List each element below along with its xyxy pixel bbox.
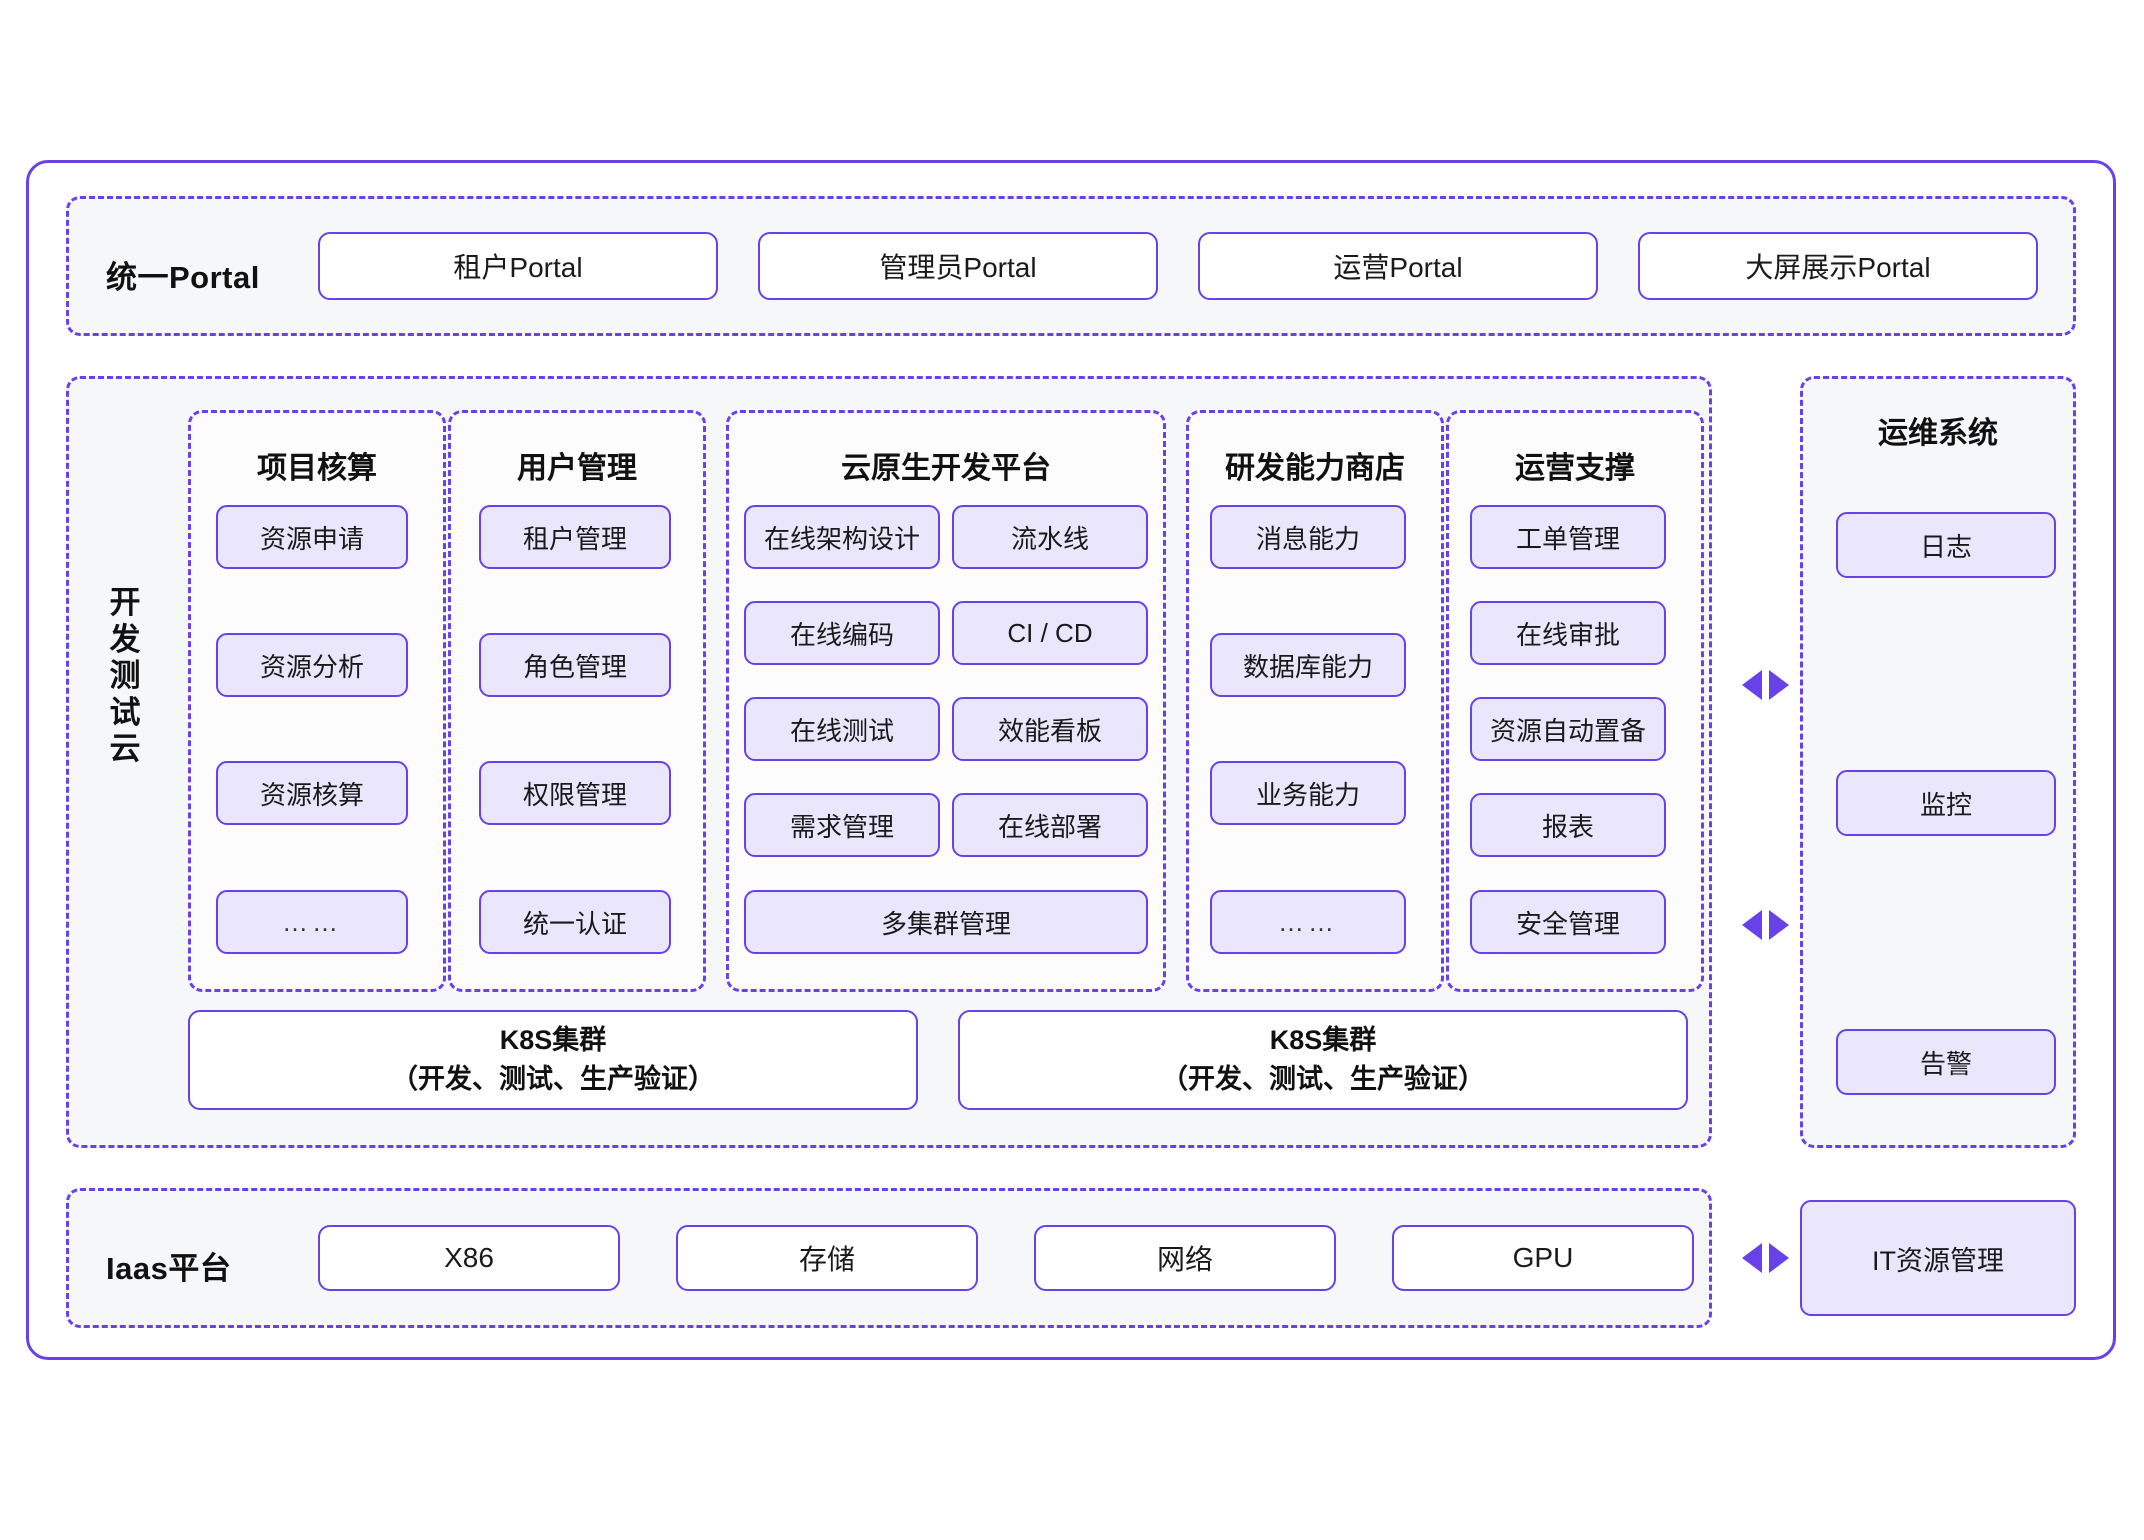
- arrow-right-icon: [1769, 1243, 1789, 1273]
- item-ci-cd[interactable]: CI / CD: [952, 601, 1148, 665]
- ops-system-section: [1800, 376, 2076, 1148]
- k8s-cluster-title: K8S集群: [1269, 1024, 1377, 1055]
- iaas-item-network[interactable]: 网络: [1034, 1225, 1336, 1291]
- item-efficiency-dashboard[interactable]: 效能看板: [952, 697, 1148, 761]
- bidirectional-arrow-icon-top: [1742, 670, 1789, 700]
- item-resource-apply[interactable]: 资源申请: [216, 505, 408, 569]
- item-security-management[interactable]: 安全管理: [1470, 890, 1666, 954]
- item-online-architecture-design[interactable]: 在线架构设计: [744, 505, 940, 569]
- bidirectional-arrow-icon-bottom: [1742, 910, 1789, 940]
- iaas-item-gpu[interactable]: GPU: [1392, 1225, 1694, 1291]
- k8s-cluster-box-1[interactable]: K8S集群 （开发、测试、生产验证）: [188, 1010, 918, 1110]
- k8s-cluster-box-2[interactable]: K8S集群 （开发、测试、生产验证）: [958, 1010, 1688, 1110]
- bidirectional-arrow-icon-iaas: [1742, 1243, 1789, 1273]
- dev-test-cloud-label: 开发测试云: [109, 585, 141, 767]
- arrow-left-icon: [1742, 1243, 1762, 1273]
- group-title: 研发能力商店: [1225, 452, 1405, 485]
- item-tenant-management[interactable]: 租户管理: [479, 505, 671, 569]
- item-permission-management[interactable]: 权限管理: [479, 761, 671, 825]
- item-more-ellipsis[interactable]: ……: [1210, 890, 1406, 954]
- group-title: 用户管理: [517, 452, 637, 485]
- item-online-testing[interactable]: 在线测试: [744, 697, 940, 761]
- group-title: 项目核算: [257, 452, 377, 485]
- portal-item-admin[interactable]: 管理员Portal: [758, 232, 1158, 300]
- portal-section-label: 统一Portal: [106, 260, 260, 295]
- item-message-capability[interactable]: 消息能力: [1210, 505, 1406, 569]
- arrow-left-icon: [1742, 670, 1762, 700]
- item-online-coding[interactable]: 在线编码: [744, 601, 940, 665]
- item-database-capability[interactable]: 数据库能力: [1210, 633, 1406, 697]
- arrow-right-icon: [1769, 670, 1789, 700]
- item-role-management[interactable]: 角色管理: [479, 633, 671, 697]
- portal-item-operation[interactable]: 运营Portal: [1198, 232, 1598, 300]
- k8s-cluster-subtitle: （开发、测试、生产验证）: [1161, 1064, 1485, 1094]
- item-resource-accounting[interactable]: 资源核算: [216, 761, 408, 825]
- ops-item-alarm[interactable]: 告警: [1836, 1029, 2056, 1095]
- item-resource-analysis[interactable]: 资源分析: [216, 633, 408, 697]
- it-resource-management-box[interactable]: IT资源管理: [1800, 1200, 2076, 1316]
- item-business-capability[interactable]: 业务能力: [1210, 761, 1406, 825]
- k8s-cluster-subtitle: （开发、测试、生产验证）: [391, 1064, 715, 1094]
- item-online-deployment[interactable]: 在线部署: [952, 793, 1148, 857]
- iaas-item-storage[interactable]: 存储: [676, 1225, 978, 1291]
- group-title: 云原生开发平台: [841, 452, 1051, 485]
- item-requirement-management[interactable]: 需求管理: [744, 793, 940, 857]
- ops-system-title: 运维系统: [1878, 417, 1998, 450]
- iaas-section-label: Iaas平台: [106, 1251, 232, 1286]
- arrow-right-icon: [1769, 910, 1789, 940]
- ops-item-monitoring[interactable]: 监控: [1836, 770, 2056, 836]
- k8s-cluster-title: K8S集群: [499, 1024, 607, 1055]
- portal-item-tenant[interactable]: 租户Portal: [318, 232, 718, 300]
- iaas-item-x86[interactable]: X86: [318, 1225, 620, 1291]
- ops-item-log[interactable]: 日志: [1836, 512, 2056, 578]
- item-auto-provisioning[interactable]: 资源自动置备: [1470, 697, 1666, 761]
- item-pipeline[interactable]: 流水线: [952, 505, 1148, 569]
- portal-item-bigscreen[interactable]: 大屏展示Portal: [1638, 232, 2038, 300]
- item-more-ellipsis[interactable]: ……: [216, 890, 408, 954]
- item-online-approval[interactable]: 在线审批: [1470, 601, 1666, 665]
- group-title: 运营支撑: [1515, 452, 1635, 485]
- item-multi-cluster-management[interactable]: 多集群管理: [744, 890, 1148, 954]
- item-unified-auth[interactable]: 统一认证: [479, 890, 671, 954]
- item-report[interactable]: 报表: [1470, 793, 1666, 857]
- item-ticket-management[interactable]: 工单管理: [1470, 505, 1666, 569]
- arrow-left-icon: [1742, 910, 1762, 940]
